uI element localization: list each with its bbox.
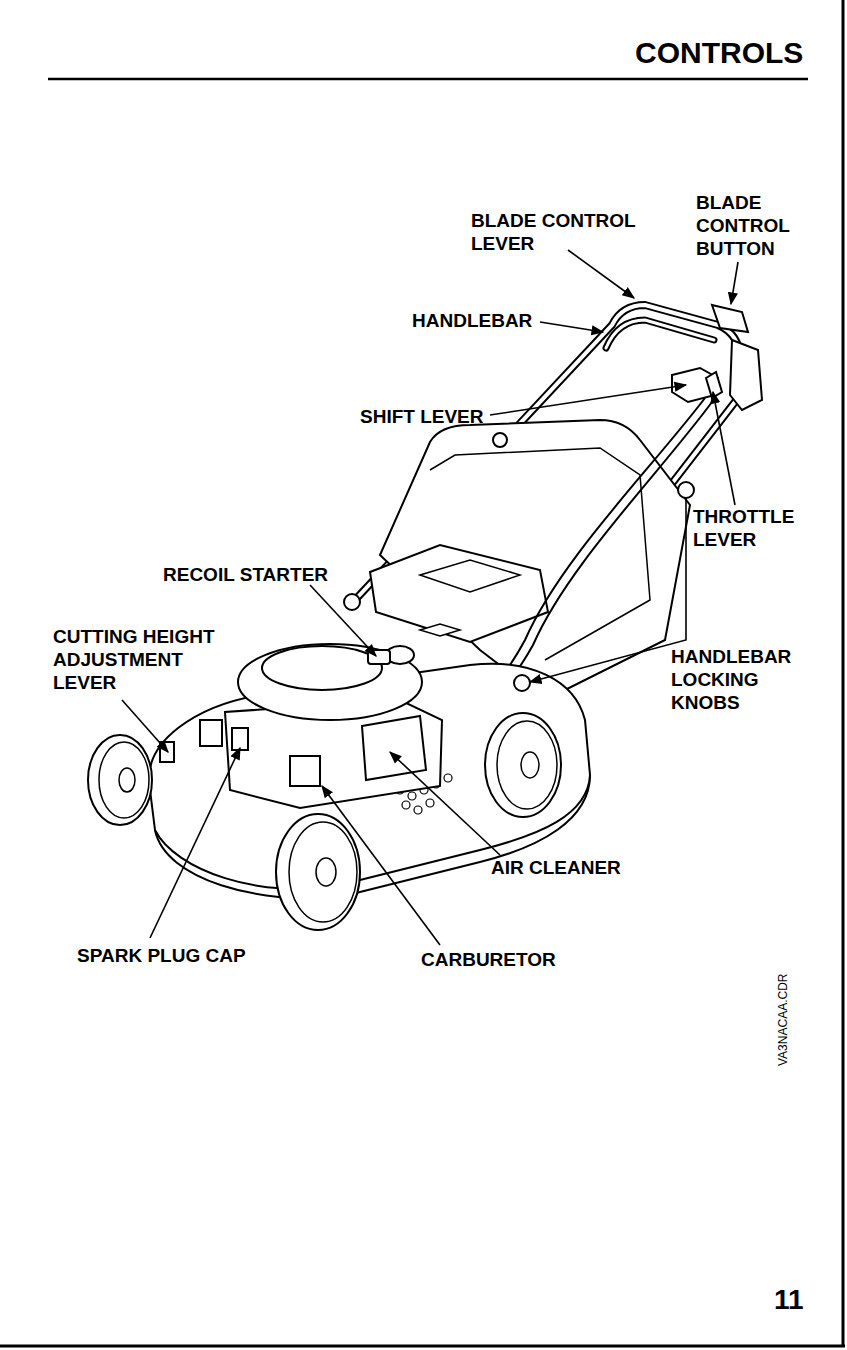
part-label: RECOIL STARTER [163,563,328,586]
spark-plug-cap [232,728,248,750]
header-rule [48,78,808,81]
leader-line [490,385,686,415]
carburetor [290,756,320,786]
wheel [276,814,360,930]
part-label: BLADE CONTROL LEVER [471,209,651,255]
leader-line [568,250,634,298]
leader-line [310,585,376,656]
leader-line [530,498,686,682]
engine-shroud [238,644,422,720]
wheel [289,822,357,922]
leader-line [731,262,738,304]
engine-shroud [262,646,382,690]
leader-line [150,748,240,938]
part-label: HANDLEBAR [412,309,532,332]
locking-knob [678,482,694,498]
deck-hole [414,806,422,814]
page-title: CONTROLS [635,35,803,71]
blade-control-button [712,305,748,332]
part-label: CUTTING HEIGHT ADJUSTMENT LEVER [53,625,228,694]
wheel [88,735,152,825]
page-edge [842,0,845,1346]
part-label: AIR CLEANER [491,856,621,879]
engine-block [200,720,222,746]
leader-line [713,392,735,505]
deck-hole [408,792,416,800]
air-cleaner [362,716,426,780]
wheel-hub [316,858,336,886]
wheel [497,721,557,809]
leader-line [322,786,440,945]
wheel [99,742,149,818]
rear-cover [420,624,460,636]
wheel [485,713,561,817]
control-housing [730,340,762,410]
page-edge [0,1345,845,1348]
blade-control-lever [606,320,714,348]
part-label: SHIFT LEVER [360,405,484,428]
leader-line [122,700,168,752]
deck-hole [444,774,452,782]
rear-cover [370,545,548,642]
leader-line [540,322,603,332]
part-label: SPARK PLUG CAP [77,944,246,967]
part-label: THROTTLE LEVER [693,505,803,551]
locking-knob [493,433,507,447]
leader-line [390,752,500,855]
file-code: VA3NACAA.CDR [776,974,790,1066]
wheel-hub [119,768,135,792]
wheel-hub [521,752,539,778]
part-label: BLADE CONTROL BUTTON [696,191,796,260]
deck-hole [426,799,434,807]
locking-knob [514,675,530,691]
rear-cover [420,560,520,592]
page-number: 11 [774,1283,804,1317]
locking-knob [344,594,360,610]
deck-hole [402,801,410,809]
blade-control-lever [606,320,714,348]
part-label: HANDLEBAR LOCKING KNOBS [671,645,801,714]
part-label: CARBURETOR [421,948,556,971]
